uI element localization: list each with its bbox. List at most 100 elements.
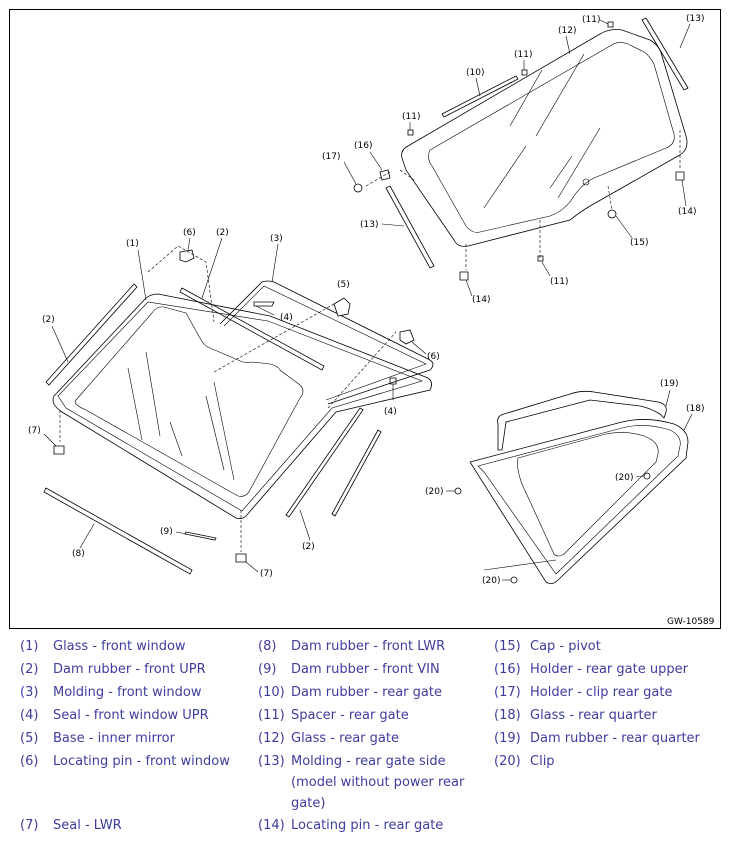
clip-2	[643, 472, 651, 480]
rear-quarter-group	[454, 390, 689, 584]
legend-item-label: Holder - rear gate upper	[530, 662, 688, 677]
diagram-drawing: (1) (2) (2) (2) (3) (4) (4) (5) (6) (6) …	[28, 14, 715, 627]
legend-item-label: Glass - front window	[53, 639, 186, 654]
legend-item-label: Locating pin - front window	[53, 754, 230, 769]
callout-13a: (13)	[686, 14, 704, 24]
callout-11a: (11)	[514, 50, 532, 60]
callouts: (1) (2) (2) (2) (3) (4) (4) (5) (6) (6) …	[28, 14, 704, 586]
dam-rubber-rear-gate	[441, 75, 519, 118]
callout-12: (12)	[558, 26, 576, 36]
legend-item-number: (18)	[494, 708, 521, 723]
dam-rubber-rear-quarter	[497, 390, 667, 451]
callout-13b: (13)	[360, 220, 378, 230]
seal-lwr-left	[53, 445, 65, 455]
rear-gate-glass	[401, 29, 688, 247]
legend-item-number: (17)	[494, 685, 521, 700]
legend-item-label: Dam rubber - rear quarter	[530, 731, 700, 746]
callout-11d: (11)	[550, 277, 568, 287]
callout-15: (15)	[630, 238, 648, 248]
legend-item-label: Holder - clip rear gate	[530, 685, 673, 700]
callout-4a: (4)	[280, 313, 293, 323]
callout-17: (17)	[322, 152, 340, 162]
rear-gate-group	[353, 17, 689, 281]
callout-9: (9)	[160, 527, 173, 537]
spacer-2	[607, 21, 614, 28]
legend-item-label: Dam rubber - front VIN	[291, 662, 440, 677]
legend-item-label: Base - inner mirror	[53, 731, 175, 746]
callout-19: (19)	[660, 379, 678, 389]
molding-rear-gate-side-right	[641, 17, 689, 91]
callout-10: (10)	[466, 68, 484, 78]
callout-1: (1)	[126, 239, 139, 249]
legend-item-number: (6)	[20, 754, 39, 769]
legend-item-label: Seal - front window UPR	[53, 708, 209, 723]
legend-item-number: (14)	[258, 818, 285, 833]
callout-14a: (14)	[472, 295, 490, 305]
legend-item-number: (15)	[494, 639, 521, 654]
legend-item-number: (8)	[258, 639, 277, 654]
callout-20b: (20)	[615, 473, 633, 483]
callout-7a: (7)	[28, 426, 41, 436]
front-window-molding	[219, 280, 434, 405]
callout-18: (18)	[686, 404, 704, 414]
callout-7b: (7)	[260, 569, 273, 579]
dam-rubber-front-lwr	[43, 487, 193, 575]
molding-rear-gate-side-left	[385, 185, 435, 269]
callout-3: (3)	[270, 234, 283, 244]
legend-item-number: (20)	[494, 754, 521, 769]
clip-3	[510, 576, 518, 584]
legend-item-label: Seal - LWR	[53, 818, 122, 833]
rear-quarter-glass	[469, 419, 689, 584]
legend-item-label: Locating pin - rear gate	[291, 818, 444, 833]
parts-diagram: (1) (2) (2) (2) (3) (4) (4) (5) (6) (6) …	[9, 9, 721, 629]
dam-rubber-front-upr-right	[285, 407, 364, 518]
legend-item-number: (11)	[258, 708, 285, 723]
callout-6a: (6)	[183, 228, 196, 238]
legend-item-number: (9)	[258, 662, 277, 677]
callout-8: (8)	[72, 549, 85, 559]
callout-20c: (20)	[482, 576, 500, 586]
spacer-3	[407, 129, 414, 136]
dam-rubber-front-upr-top	[179, 287, 325, 371]
callout-5: (5)	[337, 280, 350, 290]
legend-item-number: (7)	[20, 818, 39, 833]
seal-front-upr-top	[253, 301, 275, 307]
front-window-inner	[74, 306, 304, 497]
seal-lwr-bottom	[235, 553, 247, 563]
legend-item-number: (10)	[258, 685, 285, 700]
legend-item-number: (3)	[20, 685, 39, 700]
callout-14b: (14)	[678, 207, 696, 217]
callout-6b: (6)	[427, 352, 440, 362]
legend-item-label: Glass - rear quarter	[530, 708, 657, 723]
legend-item-number: (16)	[494, 662, 521, 677]
legend-item-number: (13)	[258, 754, 285, 769]
spacer-4	[537, 255, 544, 262]
legend-item-number: (12)	[258, 731, 285, 746]
legend-item-number: (2)	[20, 662, 39, 677]
legend-item-number: (4)	[20, 708, 39, 723]
callout-11b: (11)	[582, 15, 600, 25]
legend-item-label: Clip	[530, 754, 555, 769]
legend-item-label: Dam rubber - rear gate	[291, 685, 442, 700]
callout-20a: (20)	[425, 487, 443, 497]
cap-pivot	[607, 209, 617, 219]
callout-11c: (11)	[402, 112, 420, 122]
spacer-1	[521, 69, 528, 76]
holder-clip-rear-gate	[353, 183, 363, 193]
legend-item-label: Molding - rear gate side (model without …	[291, 754, 465, 811]
front-window-glass	[52, 293, 432, 520]
locating-pin-front-right	[399, 329, 415, 345]
figure-reference-code: GW-10589	[667, 617, 715, 627]
legend-item-number: (19)	[494, 731, 521, 746]
legend-item-label: Glass - rear gate	[291, 731, 399, 746]
legend-item-label: Cap - pivot	[530, 639, 601, 654]
inner-mirror-base	[333, 297, 351, 317]
parts-legend: (1)Glass - front window(2)Dam rubber - f…	[0, 636, 729, 841]
callout-2a: (2)	[216, 228, 229, 238]
legend-item-label: Molding - front window	[53, 685, 202, 700]
seal-front-upr-right	[389, 377, 397, 385]
legend-item-label: Dam rubber - front UPR	[53, 662, 206, 677]
dam-rubber-front-upr-left	[45, 283, 138, 386]
legend-item-label: Spacer - rear gate	[291, 708, 409, 723]
locating-pin-rear-2	[675, 171, 685, 181]
